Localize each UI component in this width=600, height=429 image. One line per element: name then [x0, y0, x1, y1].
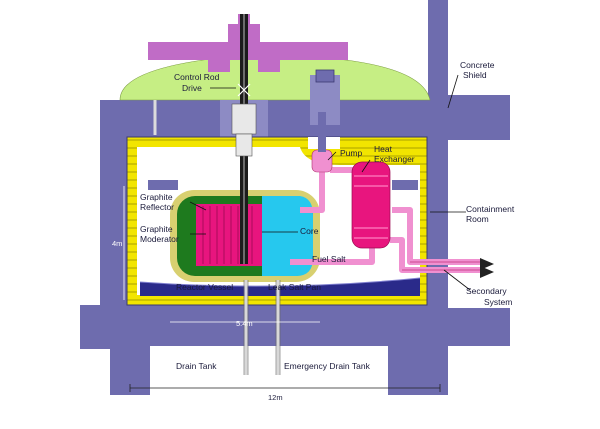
label-graphite-reflector-2: Reflector — [140, 202, 174, 212]
pump-shaft — [318, 112, 326, 152]
rod-mechanism — [237, 83, 251, 97]
label-containment-room-1: Containment — [466, 204, 515, 214]
label-graphite-moderator-1: Graphite — [140, 224, 173, 234]
label-core: Core — [300, 226, 319, 236]
label-dim-overall-width: 12m — [268, 393, 283, 402]
label-reactor-vessel: Reactor Vessel — [176, 282, 233, 292]
label-leak-salt-pan: Leak Salt Pan — [268, 282, 321, 292]
left-support-ledge — [148, 180, 178, 190]
label-heat-exchanger-1: Heat — [374, 144, 393, 154]
secondary-arrow-head — [480, 258, 494, 270]
upper-right-shield — [448, 95, 510, 140]
heat-exchanger — [351, 161, 391, 249]
right-concrete-pillar — [428, 0, 448, 395]
label-graphite-reflector-1: Graphite — [140, 192, 173, 202]
label-pump: Pump — [340, 148, 362, 158]
right-support-ledge — [392, 180, 418, 190]
label-secondary-system-1: Secondary — [466, 286, 507, 296]
rod-guide-lower — [235, 133, 253, 157]
lower-right-shield — [448, 308, 510, 346]
drain-lines-outline — [243, 280, 281, 375]
label-secondary-system-2: System — [484, 297, 512, 307]
label-fuel-salt: Fuel Salt — [312, 254, 346, 264]
label-concrete-shield-1: Concrete — [460, 60, 495, 70]
fuel-salt-region — [262, 196, 313, 276]
label-heat-exchanger-2: Exchanger — [374, 154, 415, 164]
label-control-rod-drive-1: Control Rod — [174, 72, 220, 82]
leader-lines — [189, 74, 471, 291]
left-lower-shield — [80, 305, 110, 349]
rod-guide-upper — [231, 103, 257, 135]
label-dim-vessel-width: 5.4m — [236, 319, 253, 328]
drain-lines — [244, 280, 280, 375]
heat-exchanger-bands — [354, 175, 388, 239]
label-drain-tank: Drain Tank — [176, 361, 217, 371]
pump-shaft-cap — [315, 69, 335, 83]
label-dim-height: 4m — [112, 239, 122, 248]
label-concrete-shield-2: Shield — [463, 70, 487, 80]
secondary-piping-outline — [402, 261, 480, 271]
pump-body — [311, 149, 333, 173]
label-control-rod-drive-2: Drive — [182, 83, 202, 93]
reactor-core — [196, 204, 262, 266]
dimension-lines — [123, 186, 320, 323]
secondary-arrow-head-2 — [480, 266, 494, 278]
label-emergency-drain-tank: Emergency Drain Tank — [284, 361, 371, 371]
label-graphite-moderator-2: Moderator — [140, 234, 179, 244]
label-containment-room-2: Room — [466, 214, 489, 224]
dimension-lines-dark — [129, 384, 441, 392]
